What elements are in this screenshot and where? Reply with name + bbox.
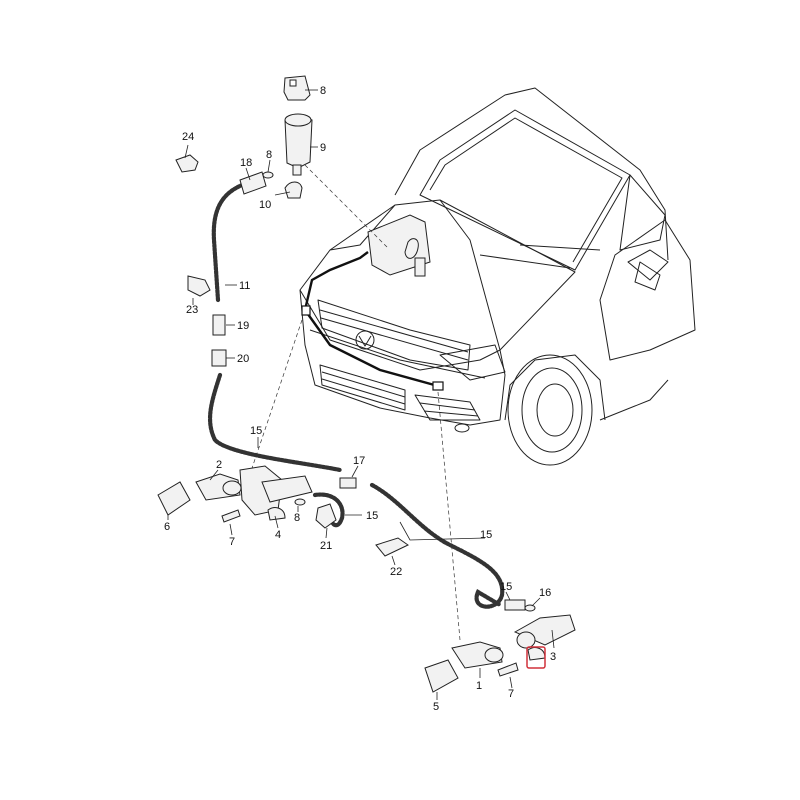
callout-21: 21 (320, 540, 332, 552)
callout-1: 1 (476, 680, 482, 692)
callout-11: 8 (320, 85, 326, 97)
callout-8-top: 8 (266, 149, 272, 161)
callout-labels: 8 9 10 8 18 24 11 23 19 20 15 2 6 7 4 8 … (164, 85, 556, 713)
callout-8-low: 16 (539, 587, 551, 599)
callout-15-b: 15 (250, 425, 262, 437)
callout-3: 3 (550, 651, 556, 663)
callout-20: 15 (500, 581, 512, 593)
callout-19: 17 (353, 455, 365, 467)
callout-5: 5 (433, 701, 439, 713)
highlight-box (526, 646, 546, 669)
callout-2: 2 (216, 459, 222, 471)
leader-lines (167, 89, 555, 700)
callout-17: 19 (237, 320, 249, 332)
parts (157, 75, 576, 693)
callout-7-a: 7 (229, 536, 235, 548)
callout-23: 24 (182, 131, 194, 143)
reference-lines (247, 164, 461, 641)
callout-10: 10 (259, 199, 271, 211)
callout-15-d: 15 (480, 529, 492, 541)
callout-7-b: 7 (508, 688, 514, 700)
callout-4: 4 (275, 529, 281, 541)
callout-18: 20 (237, 353, 249, 365)
callout-16: 18 (240, 157, 252, 169)
callout-8-mid: 8 (294, 512, 300, 524)
callout-9: 9 (320, 142, 326, 154)
callout-15-c: 15 (366, 510, 378, 522)
callout-24: 23 (186, 304, 198, 316)
vehicle-illustration (299, 87, 696, 466)
callout-22: 22 (390, 566, 402, 578)
callout-15-a: 11 (239, 280, 250, 292)
callout-6: 6 (164, 521, 170, 533)
